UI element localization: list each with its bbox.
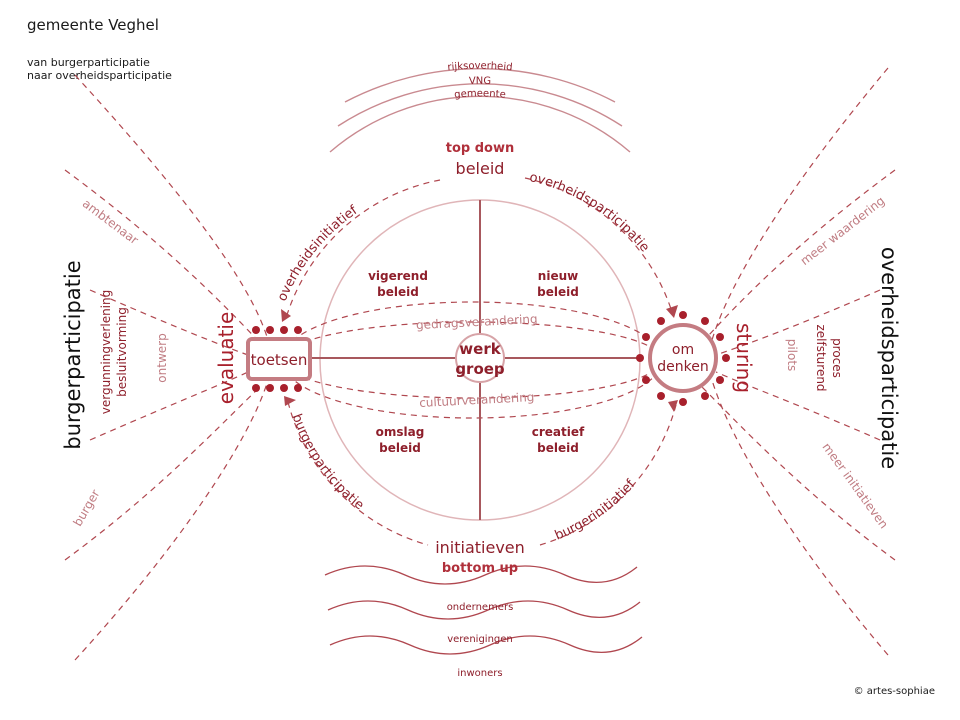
bottom-waves	[324, 565, 643, 655]
diagram-subtitle-line2: naar overheidsparticipatie	[27, 69, 172, 82]
beleid-label: beleid	[456, 159, 505, 178]
proces-label: proces	[830, 338, 844, 378]
toetsen-box	[246, 337, 312, 381]
arc-label-vng: VNG	[469, 76, 492, 87]
quadrant-bottom-left-line2: beleid	[379, 441, 421, 455]
toetsen-dots	[252, 326, 302, 392]
outer-curve-right-upper	[711, 67, 889, 341]
fan-left-3	[89, 371, 249, 441]
pilots-label: pilots	[785, 339, 799, 372]
quadrant-bottom-right-line2: beleid	[537, 441, 579, 455]
quadrant-top-right-line2: beleid	[537, 285, 579, 299]
toetsen-label: toetsen	[251, 351, 308, 369]
arc-label-overheidsparticipatie: overheidsparticipatie	[528, 170, 652, 255]
quadrant-top-right-line1: nieuw	[538, 269, 578, 283]
groep-label: groep	[455, 360, 505, 378]
overheidsparticipatie-main-label: overheidsparticipatie	[877, 247, 901, 469]
burger-label: burger	[71, 487, 103, 529]
besluitvorming-label: besluitvorming	[115, 307, 129, 397]
zelfsturend-label: zelfsturend	[814, 324, 828, 391]
ellipse-label-gedragsverandering: gedragsverandering	[416, 312, 538, 332]
sturing-label: sturing	[732, 323, 756, 393]
outer-curve-left-upper	[74, 74, 269, 341]
diagram-subtitle-line1: van burgerparticipatie	[27, 56, 150, 69]
wave-label-inwoners: inwoners	[457, 668, 502, 679]
ellipse-label-cultuurverandering: cultuurverandering	[419, 390, 535, 410]
outer-curve-right-lower	[711, 379, 889, 656]
initiatieven-label: initiatieven	[435, 538, 525, 557]
diagram-title: gemeente Veghel	[27, 16, 159, 34]
wave-label-ondernemers: ondernemers	[447, 602, 514, 613]
outer-dashed-curves	[64, 67, 896, 661]
curved-arrows	[285, 177, 677, 546]
arrow-heads	[281, 305, 678, 412]
omdenken-ring	[648, 323, 718, 393]
arc-label-burgerparticipatie: burgerparticipatie	[289, 412, 367, 513]
fan-left-4	[64, 384, 263, 561]
quadrant-top-left-line1: vigerend	[368, 269, 428, 283]
quadrant-bottom-left-line1: omslag	[376, 425, 425, 439]
copyright-label: © artes-sophiae	[854, 686, 935, 697]
arc-label-rijksoverheid: rijksoverheid	[447, 61, 513, 74]
denken-label: denken	[657, 359, 708, 375]
werk-label: werk	[459, 340, 501, 358]
omdenken-dots	[636, 311, 730, 406]
wave-label-verenigingen: verenigingen	[447, 634, 513, 645]
quadrant-top-left-line2: beleid	[377, 285, 419, 299]
vergunningverlening-label: vergunningverlening	[99, 290, 113, 415]
quadrant-bottom-right-line1: creatief	[532, 425, 585, 439]
arc-label-overheidsinitiatief: overheidsinitiatief	[275, 203, 361, 304]
om-label: om	[672, 342, 694, 358]
evaluatie-label: evaluatie	[214, 312, 238, 405]
arc-label-burgerinitiatief: burgerinitiatief	[553, 477, 639, 544]
quadrant-labels: vigerend beleid nieuw beleid omslag bele…	[368, 269, 585, 455]
bottom-up-label: bottom up	[442, 561, 518, 576]
ontwerp-label: ontwerp	[155, 333, 169, 382]
top-down-label: top down	[446, 141, 514, 156]
meer-waardering-label: meer waardering	[798, 194, 888, 268]
burgerparticipatie-main-label: burgerparticipatie	[61, 260, 85, 449]
fan-right-4	[699, 384, 896, 561]
fan-left-2	[89, 289, 249, 356]
werkgroep-node	[455, 333, 505, 383]
arc-label-gemeente: gemeente	[454, 88, 506, 100]
outer-curve-left-lower	[74, 379, 269, 661]
